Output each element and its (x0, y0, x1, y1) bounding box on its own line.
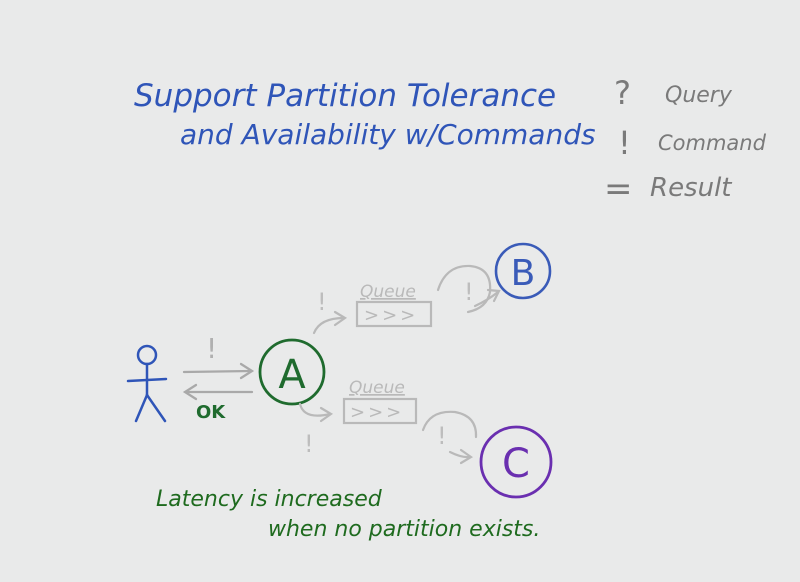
node-b-label: B (511, 253, 536, 294)
a-to-bottom-queue-arrow (298, 402, 334, 423)
legend-command-label: Command (658, 131, 767, 155)
top-queue: Queue >>> (355, 282, 433, 328)
title-line-2: and Availability w/Commands (180, 118, 596, 151)
top-queue-contents: >>> (364, 305, 418, 326)
a-to-client-arrow (182, 383, 254, 401)
note-line-1: Latency is increased (156, 487, 383, 512)
user-stick-figure-icon (126, 344, 168, 423)
legend-query-symbol: ? (614, 74, 631, 112)
node-a: A (258, 338, 326, 406)
legend-result-symbol: = (604, 169, 633, 209)
bottom-queue: Queue >>> (342, 378, 418, 425)
legend-command-symbol: ! (618, 124, 631, 162)
note-line-2: when no partition exists. (268, 517, 540, 542)
legend-result-label: Result (650, 173, 732, 203)
top-queue-to-b-arrow (436, 264, 501, 314)
client-to-a-command-symbol: ! (206, 332, 217, 365)
title-line-1: Support Partition Tolerance (134, 78, 556, 114)
bottom-queue-to-c-arrow (421, 410, 478, 465)
bottom-queue-contents: >>> (350, 402, 404, 423)
legend-query-label: Query (665, 83, 733, 108)
ok-label: OK (196, 402, 226, 423)
legend: ? Query ! Command = Result (604, 74, 767, 209)
node-a-label: A (278, 352, 306, 398)
top-queue-to-b-command-symbol: ! (464, 278, 474, 306)
node-c: C (479, 425, 553, 499)
bottom-queue-to-c-command-symbol: ! (437, 422, 447, 450)
top-queue-label: Queue (360, 282, 416, 302)
node-c-label: C (502, 441, 530, 487)
bottom-queue-label: Queue (349, 378, 405, 398)
node-b: B (494, 242, 552, 300)
top-queue-command-symbol: ! (317, 288, 327, 316)
bottom-queue-command-symbol: ! (304, 430, 314, 458)
client-to-a-arrow (182, 362, 255, 380)
a-to-top-queue-arrow (312, 310, 348, 335)
